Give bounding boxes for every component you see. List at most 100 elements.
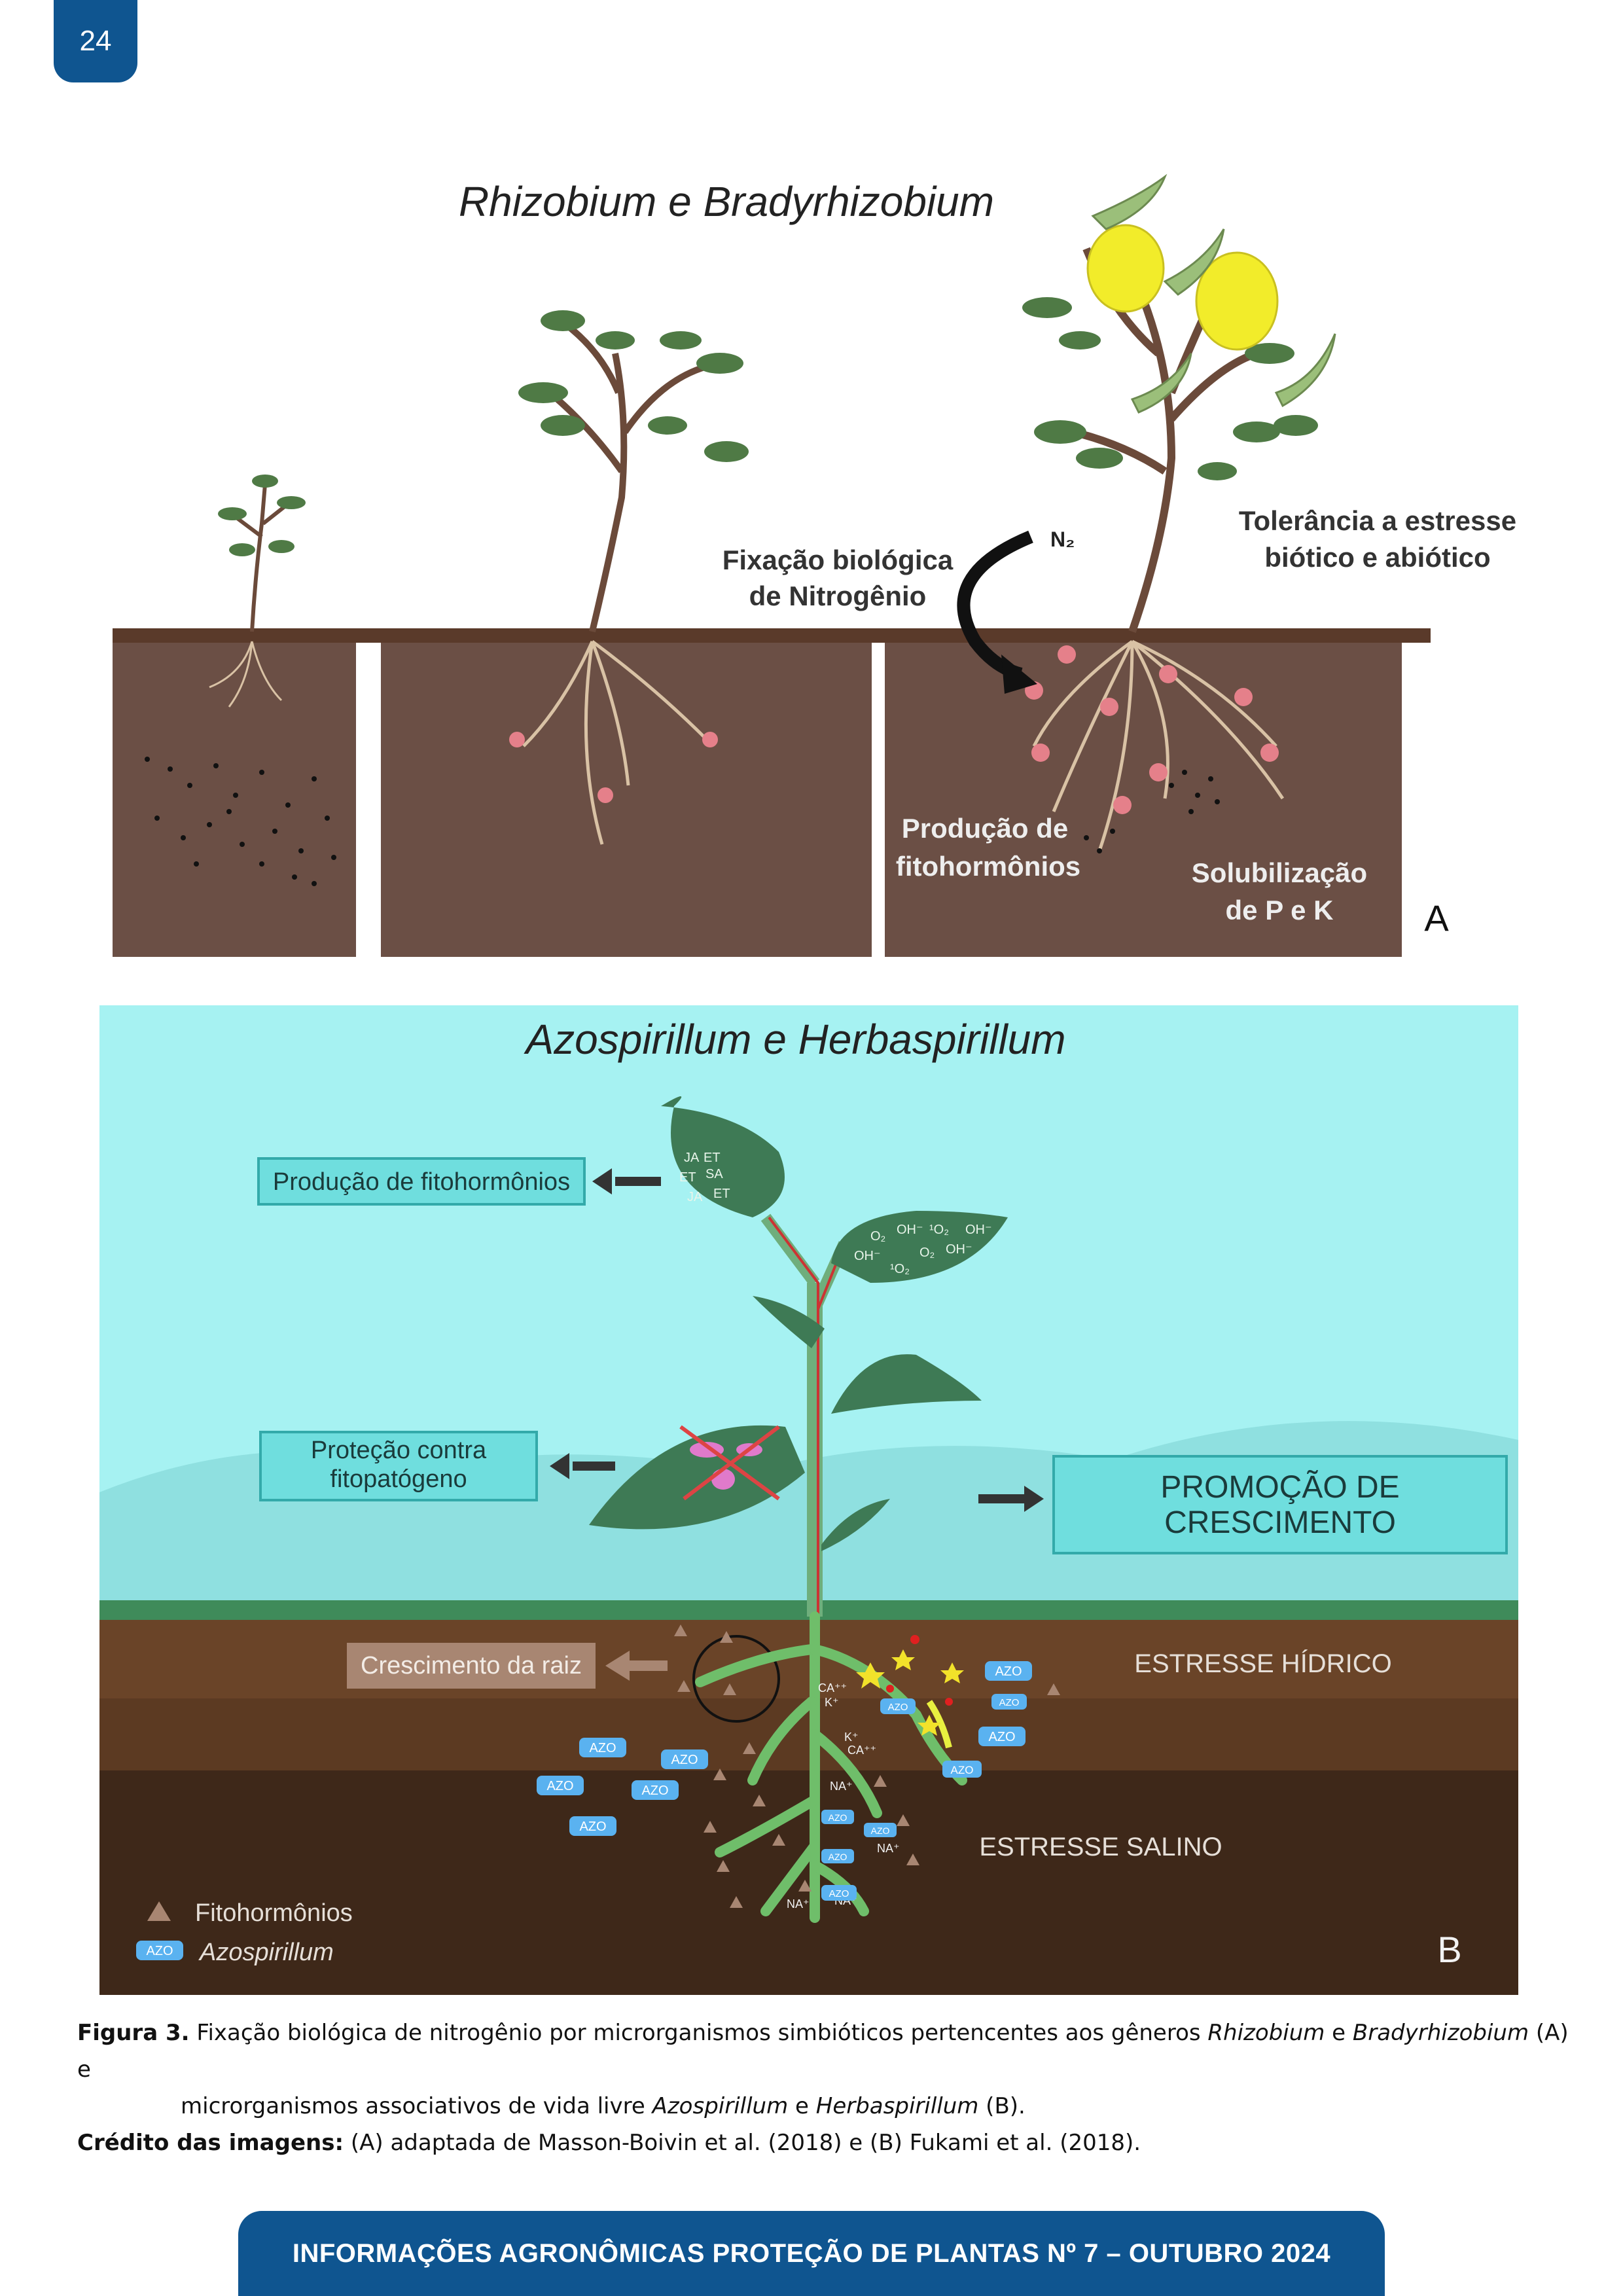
leaf-low	[821, 1499, 890, 1551]
ground-line	[113, 628, 1431, 643]
legend-fito-symbol	[147, 1901, 171, 1921]
svg-text:AZO: AZO	[829, 1852, 847, 1862]
pathogen-marks	[679, 1425, 780, 1501]
soil-particles-1	[145, 757, 336, 886]
svg-text:AZO: AZO	[995, 1664, 1022, 1679]
panel-b-title: Azospirillum e Herbaspirillum	[523, 1016, 1065, 1063]
svg-text:AZO: AZO	[829, 1812, 847, 1823]
plant-3-leaves	[1022, 297, 1318, 480]
leaf-top	[661, 1096, 785, 1217]
panel-a-title: Rhizobium e Bradyrhizobium	[459, 178, 994, 225]
svg-text:NA⁺: NA⁺	[830, 1780, 853, 1793]
leaf-small	[753, 1296, 825, 1348]
soil-layer-1	[99, 1620, 1518, 1698]
svg-text:AZO: AZO	[671, 1753, 698, 1767]
plant-2-stem	[547, 325, 708, 633]
root-highlight-circle	[692, 1635, 780, 1723]
svg-text:AZO: AZO	[579, 1820, 606, 1834]
svg-text:AZO: AZO	[951, 1764, 974, 1776]
label-estresse-hidrico: ESTRESSE HÍDRICO	[1134, 1649, 1391, 1678]
soil-block-1	[113, 641, 356, 957]
box-raiz	[347, 1643, 596, 1689]
svg-text:AZO: AZO	[829, 1888, 849, 1899]
box-protecao-line2: fitopatógeno	[330, 1465, 467, 1493]
box-producao-text: Produção de fitohormônios	[273, 1168, 570, 1196]
stars	[856, 1649, 964, 1736]
soil-block-2	[381, 641, 872, 957]
svg-text:K⁺: K⁺	[844, 1731, 859, 1744]
label-solubilizacao-line2: de P e K	[1226, 895, 1334, 925]
svg-text:OH⁻: OH⁻	[946, 1242, 972, 1257]
leaf-right-mid	[831, 1354, 982, 1414]
seedling-leaves	[218, 475, 306, 556]
label-fixacao-line2: de Nitrogênio	[749, 581, 927, 611]
box-raiz-text: Crescimento da raiz	[361, 1652, 582, 1679]
svg-text:¹O₂: ¹O₂	[929, 1223, 949, 1237]
plant-2-roots	[522, 639, 708, 845]
label-tolerancia-line2: biótico e abiótico	[1264, 542, 1490, 573]
svg-text:ET: ET	[704, 1151, 721, 1165]
box-promocao-line2: CRESCIMENTO	[1164, 1505, 1396, 1540]
plant-3-roots	[1032, 639, 1285, 852]
plant-2-nodules	[509, 732, 718, 803]
soil-block-3	[885, 641, 1402, 957]
svg-text:CA⁺⁺: CA⁺⁺	[818, 1681, 847, 1695]
plant-2-leaves	[518, 310, 749, 462]
svg-text:AZO: AZO	[999, 1697, 1020, 1708]
plant-3-pods	[1091, 173, 1336, 414]
phytohormone-triangles	[674, 1624, 1060, 1908]
figure-3: Rhizobium e Bradyrhizobium	[99, 173, 1518, 1995]
box-protecao-line1: Proteção contra	[311, 1437, 487, 1464]
svg-text:AZO: AZO	[546, 1779, 573, 1793]
svg-text:AZO: AZO	[888, 1702, 908, 1713]
svg-text:O₂: O₂	[870, 1229, 885, 1244]
page-number: 24	[54, 0, 137, 82]
label-tolerancia-line1: Tolerância a estresse	[1239, 505, 1516, 536]
label-estresse-salino: ESTRESSE SALINO	[979, 1833, 1222, 1861]
svg-text:CA⁺⁺: CA⁺⁺	[847, 1744, 876, 1757]
caption-credito-label: Crédito das imagens:	[77, 2130, 344, 2156]
svg-text:AZO: AZO	[641, 1784, 668, 1798]
box-promocao	[1052, 1455, 1508, 1554]
svg-text:SA: SA	[705, 1167, 723, 1181]
footer-banner: INFORMAÇÕES AGRONÔMICAS PROTEÇÃO DE PLAN…	[238, 2211, 1385, 2296]
nitrogen-arrow	[957, 530, 1033, 681]
svg-text:OH⁻: OH⁻	[897, 1223, 923, 1237]
root-tip	[926, 1700, 952, 1749]
svg-text:NA⁺: NA⁺	[787, 1897, 810, 1910]
legend-azo-symbol	[136, 1941, 183, 1960]
panel-a: Rhizobium e Bradyrhizobium	[113, 173, 1516, 957]
svg-text:JA: JA	[687, 1190, 703, 1204]
label-n2: N₂	[1050, 528, 1075, 551]
svg-text:ET: ET	[679, 1170, 696, 1185]
box-protecao	[259, 1431, 538, 1501]
svg-text:NA⁺: NA⁺	[877, 1842, 900, 1855]
red-dots	[886, 1635, 953, 1706]
box-promocao-line1: PROMOÇÃO DE	[1160, 1469, 1399, 1505]
svg-text:AZO: AZO	[988, 1730, 1015, 1744]
figure-caption: Figura 3. Fixação biológica de nitrogêni…	[77, 2020, 1569, 2156]
plant-3-nodules	[1025, 645, 1279, 814]
leaf-right-top	[831, 1211, 1008, 1283]
label-solubilizacao-line1: Solubilização	[1192, 857, 1367, 888]
legend-azo-label: Azospirillum	[198, 1939, 334, 1966]
legend-fito-label: Fitohormônios	[195, 1899, 353, 1927]
svg-text:JA: JA	[684, 1151, 700, 1165]
svg-text:AZO: AZO	[589, 1741, 616, 1755]
svg-text:AZO: AZO	[871, 1825, 890, 1836]
panel-b-letter: B	[1437, 1929, 1461, 1970]
seedling-roots	[209, 641, 283, 708]
soil-particles-3	[1084, 770, 1220, 853]
caption-figura-label: Figura 3.	[77, 2020, 190, 2046]
svg-text:¹O₂: ¹O₂	[890, 1262, 910, 1276]
label-producao-line2: fitohormônios	[896, 851, 1080, 882]
svg-text:K⁺: K⁺	[825, 1696, 839, 1709]
label-producao-line1: Produção de	[902, 813, 1068, 844]
panel-a-letter: A	[1424, 897, 1449, 939]
box-producao	[257, 1157, 586, 1206]
svg-text:OH⁻: OH⁻	[854, 1249, 881, 1263]
nitrogen-arrow-head	[1001, 655, 1037, 694]
